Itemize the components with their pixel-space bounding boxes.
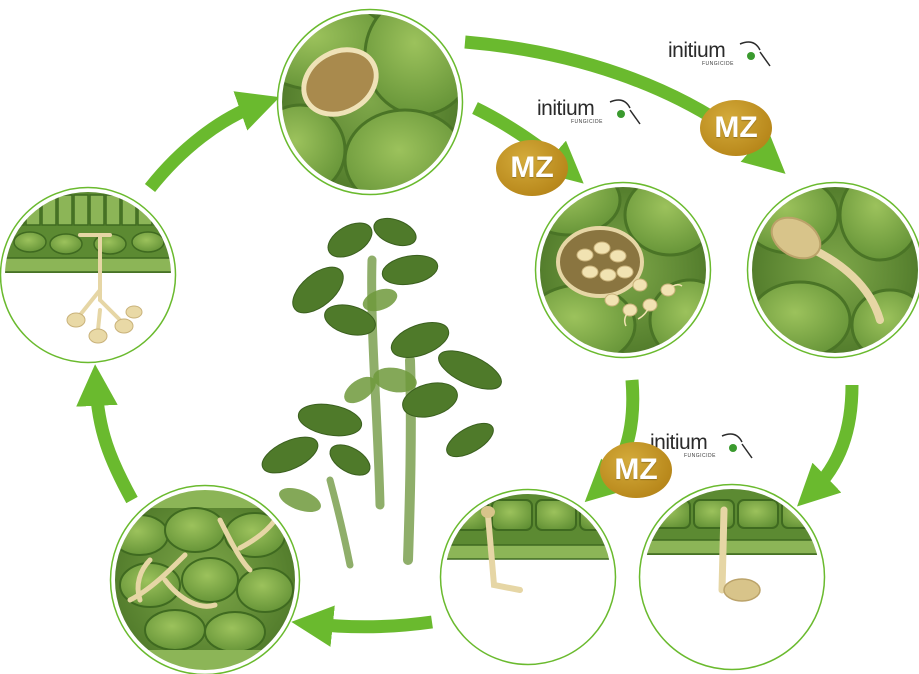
- stage-penetration-zoospore: [440, 485, 620, 665]
- stage-sporulation: [0, 188, 180, 363]
- brand-icon-1: [740, 42, 770, 66]
- stage-mycelium-colonization: [110, 486, 300, 674]
- brand-name: initium: [668, 39, 725, 62]
- stage-zoospore-release: [520, 165, 730, 365]
- mz-badge-2: MZ: [496, 140, 568, 196]
- mz-badge-3: MZ: [600, 442, 672, 498]
- brand-icon-3: [722, 434, 752, 458]
- arrow-right-down: [812, 385, 852, 492]
- brand-label-1: initium FUNGICIDE: [668, 40, 734, 67]
- stage-sporangium-on-leaf: [250, 0, 475, 210]
- stage-direct-germination: [742, 170, 919, 360]
- mz-badge-1: MZ: [700, 100, 772, 156]
- arrow-left-up: [150, 104, 260, 188]
- brand-icon-2: [610, 100, 640, 124]
- brand-name: initium: [537, 97, 594, 120]
- brand-label-2: initium FUNGICIDE: [537, 98, 603, 125]
- brand-sub: FUNGICIDE: [571, 120, 603, 125]
- stage-penetration-direct: [640, 485, 826, 670]
- arrow-left-up-lower: [96, 385, 132, 500]
- brand-sub: FUNGICIDE: [684, 454, 716, 459]
- brand-sub: FUNGICIDE: [702, 62, 734, 67]
- arrow-bottom-left: [312, 622, 432, 627]
